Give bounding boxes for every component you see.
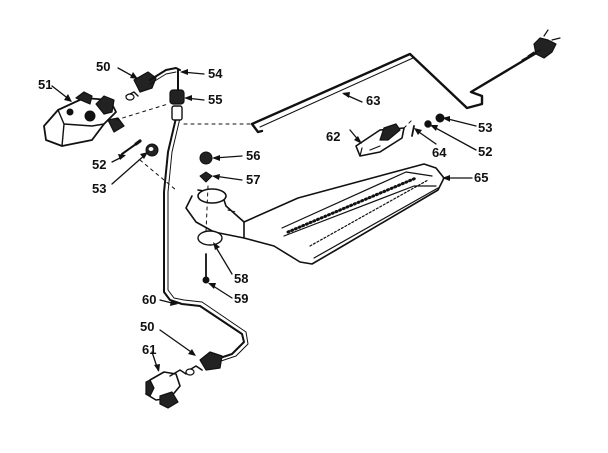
label-part-63: 63 <box>366 93 381 108</box>
label-part-52-right: 52 <box>478 144 493 159</box>
label-part-53-left: 53 <box>92 181 107 196</box>
screw-icon <box>424 120 432 128</box>
label-part-65: 65 <box>474 170 489 185</box>
fitting-nut-icon <box>185 351 223 376</box>
label-part-51: 51 <box>38 77 53 92</box>
thermocouple-wire-icon <box>250 29 561 134</box>
label-part-54: 54 <box>208 66 223 81</box>
igniter-bracket-icon <box>355 123 405 157</box>
label-part-58: 58 <box>234 271 249 286</box>
screw-icon <box>411 125 415 137</box>
screw-icon <box>202 253 210 284</box>
leader-arrowheads <box>64 69 450 372</box>
label-part-56: 56 <box>246 148 261 163</box>
screw-icon <box>121 139 142 155</box>
gas-tube-icon <box>149 67 249 363</box>
label-part-61: 61 <box>142 342 157 357</box>
label-part-62: 62 <box>326 129 341 144</box>
bracket-plate-icon <box>197 230 223 246</box>
label-part-59: 59 <box>234 291 249 306</box>
label-part-53-right: 53 <box>478 120 493 135</box>
orifice-hood-icon <box>199 151 213 165</box>
fitting-nut-icon <box>125 71 157 101</box>
label-part-55: 55 <box>208 92 223 107</box>
tube-connector-icon <box>169 89 185 121</box>
label-part-64: 64 <box>432 145 447 160</box>
lock-washer-icon <box>145 143 159 157</box>
alignment-lines <box>115 103 413 233</box>
label-part-57: 57 <box>246 172 261 187</box>
label-part-50-top: 50 <box>96 59 111 74</box>
label-part-60: 60 <box>142 292 157 307</box>
label-part-50-bottom: 50 <box>140 319 155 334</box>
nut-icon <box>199 171 213 183</box>
gas-valve-icon <box>43 91 125 147</box>
regulator-icon <box>145 369 187 409</box>
burner-icon <box>185 163 445 265</box>
label-part-52-left: 52 <box>92 157 107 172</box>
